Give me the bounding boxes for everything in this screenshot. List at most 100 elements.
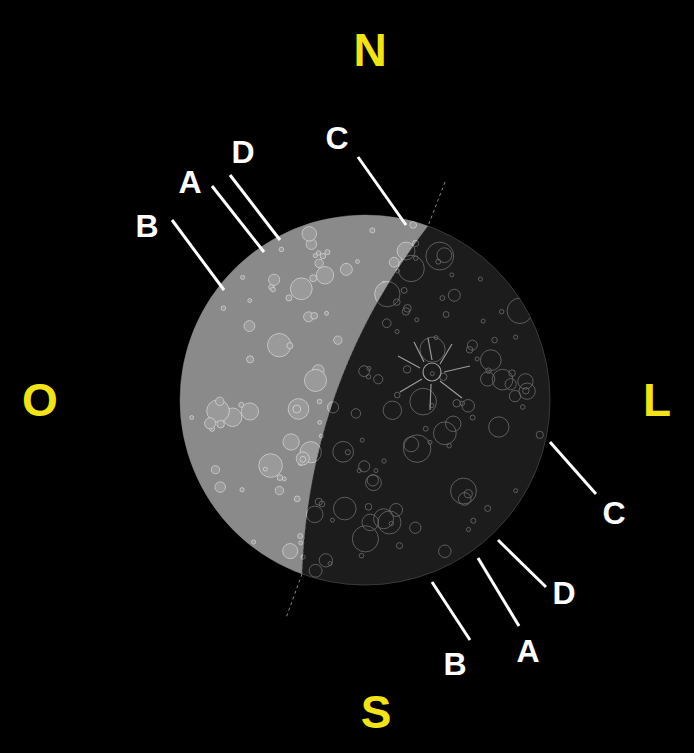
point-letter: A <box>178 166 201 198</box>
crater-outline <box>481 319 485 323</box>
crater-outline <box>536 431 543 438</box>
crater-rays <box>398 338 470 410</box>
crater-outline <box>423 426 428 431</box>
crater-outline <box>251 540 255 544</box>
point-letter: B <box>443 648 466 680</box>
crater-outline <box>523 388 529 394</box>
crater-outline <box>382 319 391 328</box>
crater-outline <box>458 493 471 506</box>
crater-outline <box>293 405 301 413</box>
crater-outline <box>492 369 513 390</box>
crater-outline <box>367 366 371 370</box>
crater-outline <box>492 337 498 343</box>
crater-outline <box>396 543 402 549</box>
crater-outline <box>470 415 475 420</box>
crater-outline <box>447 444 451 448</box>
crater-outline <box>420 337 445 362</box>
crater-outline <box>378 511 401 534</box>
crater-outline <box>389 257 399 267</box>
crater-outline <box>462 400 475 413</box>
crater-outline <box>475 357 479 361</box>
crater-outline <box>319 554 332 567</box>
crater-outline <box>357 469 361 473</box>
crater-outline <box>440 296 445 301</box>
crater-outline <box>275 486 283 494</box>
crater-outline <box>317 399 322 404</box>
crater-outline <box>216 397 224 405</box>
crater-outline <box>328 562 332 566</box>
crater-outline <box>277 475 283 481</box>
crater-outline <box>486 368 491 373</box>
crater-outline <box>403 435 430 462</box>
crater-outline <box>389 521 393 525</box>
crater-outline <box>374 375 383 384</box>
crater-outline <box>287 343 293 349</box>
crater-outline <box>383 401 401 419</box>
crater-outline <box>294 496 300 502</box>
crater-outline <box>375 281 400 306</box>
crater-outline <box>466 347 473 354</box>
crater-outline <box>282 477 286 481</box>
crater-outline <box>420 337 445 362</box>
crater-outline <box>478 277 482 281</box>
crater-outline <box>309 564 322 577</box>
lit-craters <box>190 221 544 577</box>
crater-outline <box>430 372 434 376</box>
point-letter: B <box>135 210 158 242</box>
crater-outline <box>241 275 245 279</box>
crater-outline <box>404 304 412 312</box>
crater-outline <box>299 541 303 545</box>
crater-outline <box>415 318 419 322</box>
crater-outline <box>366 475 382 491</box>
crater-outline <box>345 450 350 455</box>
leader-line <box>432 582 470 640</box>
crater-outline <box>290 278 312 300</box>
crater-outline <box>357 469 361 473</box>
crater-outline <box>259 454 283 478</box>
crater-outline <box>241 275 245 279</box>
crater-outline <box>327 402 338 413</box>
crater-outline <box>466 527 470 531</box>
crater-outline <box>268 274 279 285</box>
crater-outline <box>215 482 226 493</box>
crater-outline <box>462 400 475 413</box>
crater-outline <box>263 467 267 471</box>
crater-outline <box>434 336 438 340</box>
crater-outline <box>279 247 284 252</box>
crater-outline <box>362 514 378 530</box>
crater-outline <box>401 287 407 293</box>
crater-outline <box>440 296 445 301</box>
crater-outline <box>439 545 451 557</box>
crater-outline <box>340 263 352 275</box>
terminator-axis <box>286 574 302 618</box>
crater-outline <box>365 504 372 511</box>
crater-outline <box>492 369 513 390</box>
crater-outline <box>334 336 342 344</box>
crater-outline <box>310 275 317 282</box>
moon-lit-side <box>180 215 428 574</box>
crater-outline <box>244 321 255 332</box>
crater-outline <box>415 318 419 322</box>
crater-outline <box>518 374 533 389</box>
crater-outline <box>481 372 495 386</box>
crater-outline <box>396 543 402 549</box>
crater-outline <box>426 242 454 270</box>
crater-outline <box>390 503 403 516</box>
crater-outline <box>410 522 421 533</box>
crater-outline <box>374 375 383 384</box>
crater-outline <box>446 416 461 431</box>
crater-outline <box>304 369 326 391</box>
crater-outline <box>215 482 226 493</box>
crater-outline <box>320 253 326 259</box>
crater-outline <box>359 366 370 377</box>
crater-outline <box>514 335 518 339</box>
crater-outline <box>485 505 491 511</box>
crater-outline <box>217 420 225 428</box>
crater-outline <box>286 295 292 301</box>
crater-outline <box>505 379 516 390</box>
terminator-axis <box>428 182 445 226</box>
moon-dark-side <box>180 215 550 585</box>
crater-outline <box>355 259 359 263</box>
crater-outline <box>246 356 253 363</box>
crater-outline <box>190 416 194 420</box>
